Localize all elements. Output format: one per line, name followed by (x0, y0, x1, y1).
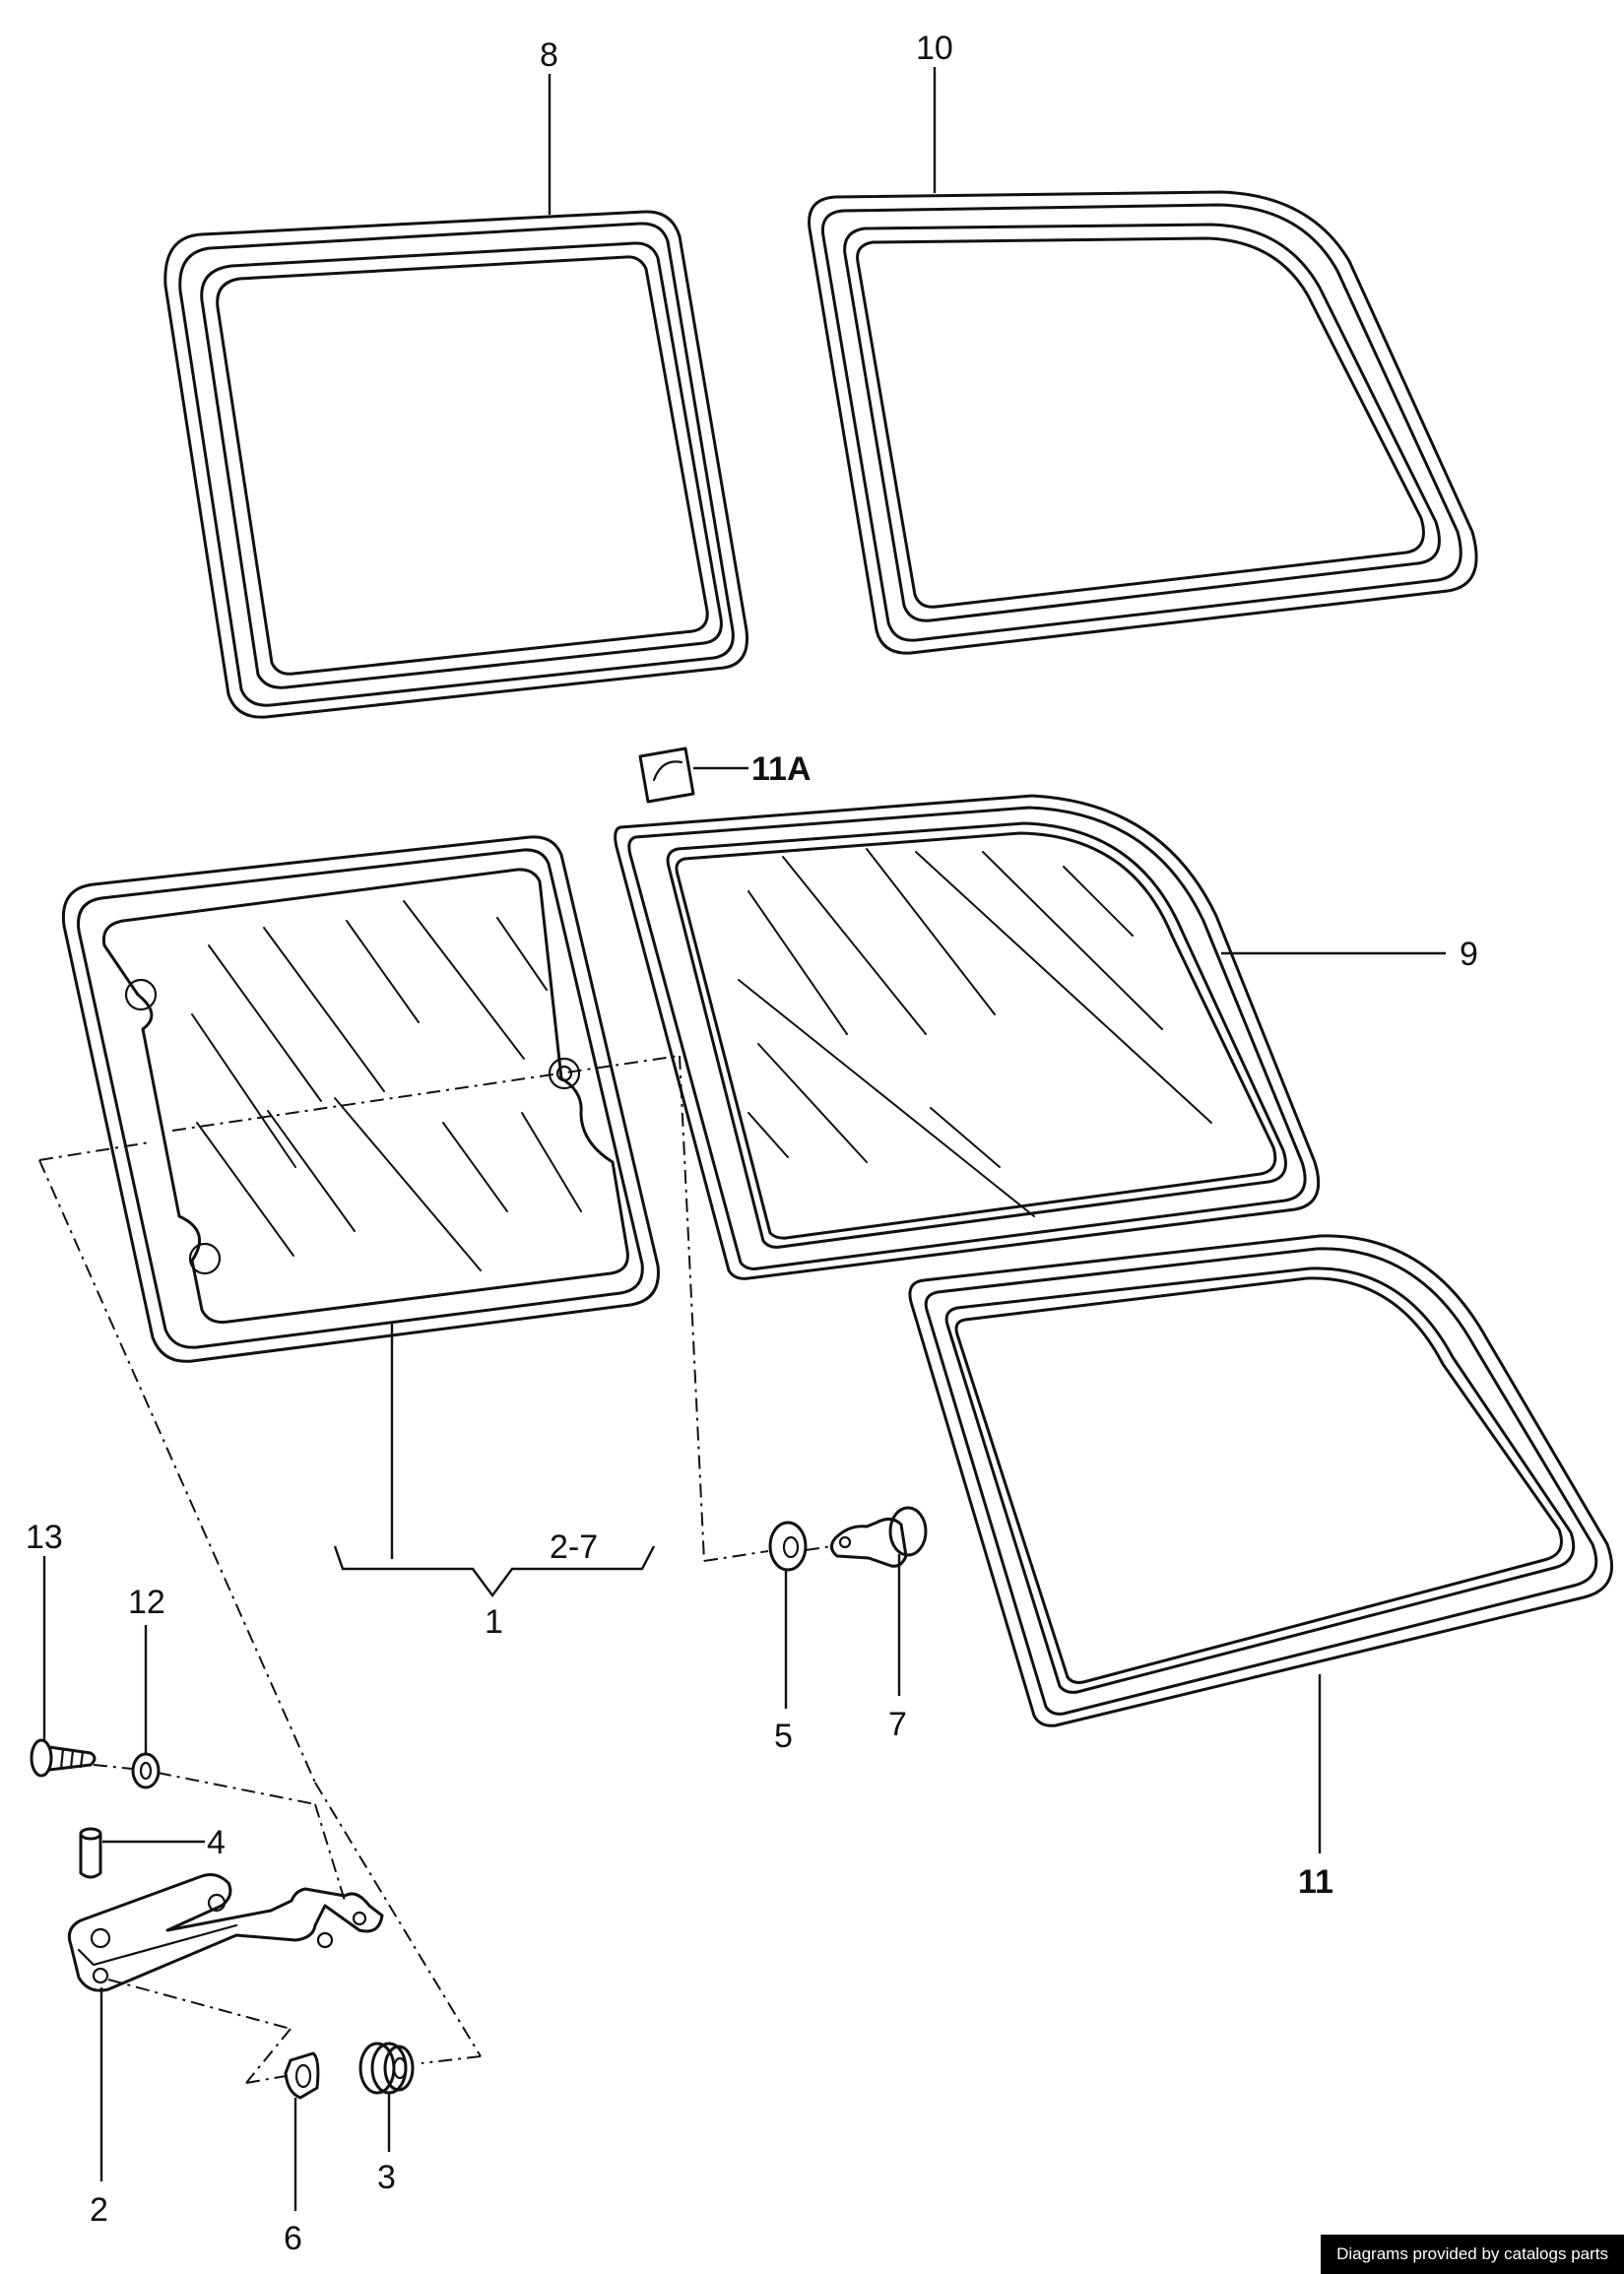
callout-12: 12 (128, 1584, 165, 1621)
callout-6: 6 (284, 2220, 302, 2257)
leader-lines (42, 67, 1322, 2211)
part-6-nut (284, 2051, 320, 2100)
part-3-grommet (358, 2042, 415, 2095)
callout-11: 11 (1298, 1863, 1333, 1901)
callout-8: 8 (540, 36, 558, 74)
part-9-quarter-glass (614, 794, 1446, 1280)
part-11a-sticker (638, 747, 748, 804)
callout-10: 10 (916, 30, 953, 67)
part-4-pin (79, 1827, 205, 1879)
callout-13: 13 (26, 1519, 63, 1556)
callout-11a: 11A (751, 750, 812, 788)
callout-range: 2-7 (550, 1528, 598, 1566)
callout-5: 5 (774, 1718, 793, 1755)
assembly-lines (38, 1055, 833, 2084)
callout-9: 9 (1460, 936, 1478, 973)
part-8-window-seal (163, 210, 749, 719)
part-11-window-seal (908, 1234, 1613, 1727)
callout-7: 7 (888, 1706, 907, 1743)
part-7-bolt (830, 1506, 928, 1568)
credit-banner: Diagrams provided by catalogs parts (1321, 2235, 1624, 2274)
part-5-washer (768, 1521, 808, 1572)
part-1-side-window (61, 835, 660, 1363)
part-10-window-seal (808, 190, 1478, 655)
callout-1: 1 (485, 1603, 503, 1641)
part-13-screw (30, 1738, 97, 1778)
callout-3: 3 (377, 2159, 396, 2196)
part-2-hinge (67, 1873, 384, 1992)
callout-labels: 8 10 11A 9 2-7 1 13 12 4 5 7 11 2 6 3 (26, 30, 1478, 2257)
callout-2: 2 (90, 2191, 108, 2229)
part-12-washer (131, 1752, 161, 1789)
callout-4: 4 (207, 1824, 226, 1861)
